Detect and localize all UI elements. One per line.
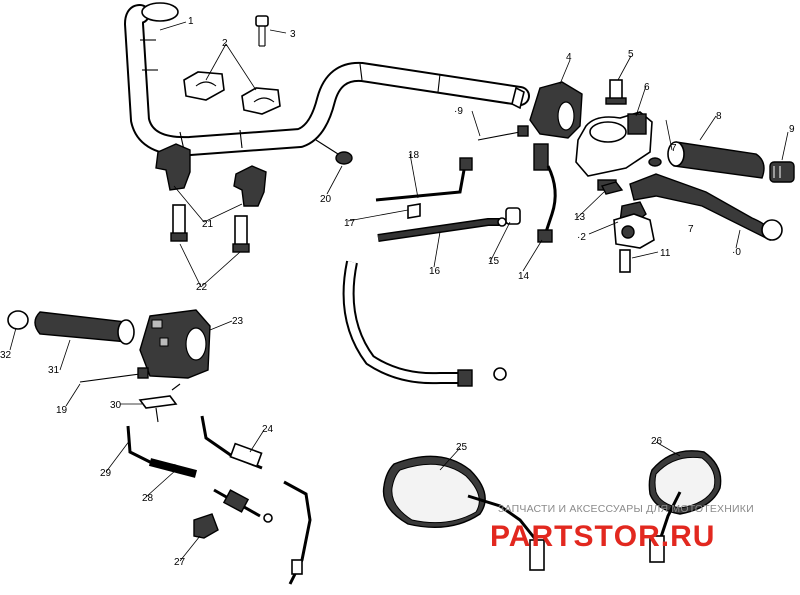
brake-lever <box>629 173 783 241</box>
callout-22: 22 <box>196 282 208 293</box>
callout-labels: 1 2 3 4 5 6 7 7 8 9 ·9 ·0 11 ·2 13 14 15… <box>0 16 795 568</box>
bolt-3 <box>255 15 269 47</box>
brake-hose <box>342 260 507 387</box>
callout-32: 32 <box>0 350 12 361</box>
switch-housing-left <box>139 309 211 379</box>
handlebar <box>124 2 530 157</box>
callout-7b: 7 <box>688 224 694 235</box>
bar-end-9 <box>769 161 795 183</box>
watermark-brand: PARTSТOR.RU <box>490 520 715 553</box>
left-grip <box>34 311 135 345</box>
pivot-clamp-12 <box>613 213 655 249</box>
callout-17: 17 <box>344 218 356 229</box>
callout-16: 16 <box>429 266 441 277</box>
cable-16 <box>377 217 507 242</box>
throttle-grip <box>667 141 765 179</box>
lower-clamp-left <box>155 143 191 191</box>
screw-19 <box>79 367 149 383</box>
callout-15: 15 <box>488 256 500 267</box>
callout-10: ·0 <box>732 247 741 258</box>
callout-11: 11 <box>660 248 671 259</box>
clip-27 <box>193 513 219 539</box>
callout-14: 14 <box>518 271 530 282</box>
bolt-11 <box>619 249 631 273</box>
callout-12: ·2 <box>577 232 586 243</box>
washer-7a <box>648 157 662 167</box>
callout-30: 30 <box>110 400 122 411</box>
mirror-left <box>382 455 545 571</box>
callout-18: 18 <box>408 150 420 161</box>
upper-clamp-right <box>241 87 281 115</box>
callout-23: 23 <box>232 316 244 327</box>
switch-housing-right <box>529 81 583 139</box>
callout-2: 2 <box>222 38 228 49</box>
clip-13 <box>600 181 624 195</box>
callout-6: 6 <box>644 82 650 93</box>
cable-24 <box>200 415 263 470</box>
riser-bolt-right <box>232 215 250 253</box>
callout-8: 8 <box>716 111 722 122</box>
cable-end-28 <box>213 488 273 523</box>
cable-29 <box>126 425 198 478</box>
bolt-5 <box>605 79 627 105</box>
callout-31: 31 <box>48 365 60 376</box>
callout-13: 13 <box>574 212 586 223</box>
cable-lower <box>283 480 312 585</box>
callout-29: 29 <box>100 468 112 479</box>
switch-cable <box>533 143 557 243</box>
callout-5: 5 <box>628 49 634 60</box>
callout-27: 27 <box>174 557 186 568</box>
bracket-30 <box>138 383 181 423</box>
screw-19b <box>477 125 529 141</box>
callout-1: 1 <box>188 16 194 27</box>
sleeve-17 <box>407 203 421 219</box>
bar-end-32 <box>7 310 29 330</box>
callout-4: 4 <box>566 52 572 63</box>
upper-clamp-left <box>183 71 225 101</box>
callout-9: 9 <box>789 124 795 135</box>
callout-24: 24 <box>262 424 274 435</box>
watermark: ЗАПЧАСТИ И АКСЕССУАРЫ ДЛЯ МОТОТЕХНИКИ PA… <box>490 503 754 553</box>
fitting-15 <box>505 207 521 225</box>
callout-21: 21 <box>202 219 214 230</box>
callout-19: 19 <box>56 405 68 416</box>
pin-20 <box>315 139 353 165</box>
callout-26: 26 <box>651 436 663 447</box>
master-cylinder <box>575 111 653 191</box>
leader-lines <box>9 21 789 562</box>
callout-25: 25 <box>456 442 468 453</box>
riser-bolt-left <box>170 204 188 242</box>
callout-3: 3 <box>290 29 296 40</box>
throttle-cable-18 <box>375 157 473 202</box>
callout-7a: 7 <box>671 143 677 154</box>
lower-clamp-right <box>233 165 267 207</box>
mirror-right <box>648 450 722 563</box>
callout-20: 20 <box>320 194 332 205</box>
callout-28: 28 <box>142 493 154 504</box>
watermark-tagline: ЗАПЧАСТИ И АКСЕССУАРЫ ДЛЯ МОТОТЕХНИКИ <box>498 503 754 515</box>
callout-19b: ·9 <box>454 106 463 117</box>
